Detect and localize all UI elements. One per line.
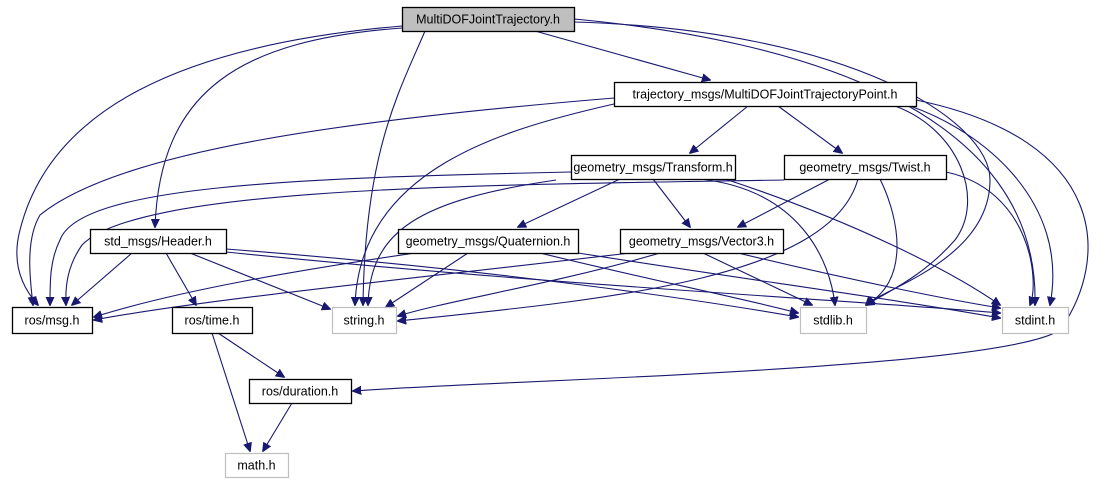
node-box <box>613 81 918 108</box>
node-box <box>619 228 785 255</box>
node-transform[interactable]: geometry_msgs/Transform.h <box>570 154 737 181</box>
node-label: geometry_msgs/Quaternion.h <box>406 235 571 249</box>
node-box <box>783 154 948 181</box>
node-box <box>224 452 290 479</box>
node-label: geometry_msgs/Transform.h <box>573 161 732 175</box>
node-ros-time[interactable]: ros/time.h <box>171 306 254 335</box>
edge-quaternion-to-stdint <box>577 252 1000 318</box>
edge-traj-point-to-twist <box>777 105 842 153</box>
node-box <box>11 306 94 335</box>
edge-header-to-stdlib <box>225 248 798 317</box>
edge-vector3-to-ros-msg <box>94 252 631 320</box>
edge-transform-to-stdint <box>724 178 1000 305</box>
node-string: string.h <box>331 306 398 335</box>
node-math: math.h <box>224 452 290 479</box>
node-box <box>1001 306 1070 335</box>
node-box <box>799 306 868 335</box>
node-vector3[interactable]: geometry_msgs/Vector3.h <box>619 228 785 255</box>
node-box <box>171 306 254 335</box>
edge-header-to-string <box>189 252 330 309</box>
node-ros-duration[interactable]: ros/duration.h <box>248 378 353 405</box>
node-traj-point[interactable]: trajectory_msgs/MultiDOFJointTrajectoryP… <box>613 81 918 108</box>
node-label: geometry_msgs/Vector3.h <box>629 235 774 249</box>
edge-traj-point-to-stdint <box>909 105 1053 305</box>
node-quaternion[interactable]: geometry_msgs/Quaternion.h <box>397 228 580 255</box>
node-label: ros/msg.h <box>25 314 80 328</box>
edge-quaternion-to-stdlib <box>539 252 798 313</box>
edge-quaternion-to-string <box>386 252 469 307</box>
node-label: stdint.h <box>1015 314 1055 328</box>
edge-root-to-header <box>155 27 403 227</box>
node-label: MultiDOFJointTrajectory.h <box>416 13 560 27</box>
edge-traj-point-to-transform <box>690 105 749 153</box>
edge-traj-point-to-string <box>355 103 615 305</box>
node-header[interactable]: std_msgs/Header.h <box>89 228 228 255</box>
edge-transform-to-string <box>368 179 557 305</box>
node-twist[interactable]: geometry_msgs/Twist.h <box>783 154 948 181</box>
edge-header-to-ros-time <box>165 252 196 305</box>
node-label: stdlib.h <box>813 314 853 328</box>
edge-traj-point-to-ros-duration <box>353 99 1089 391</box>
edge-ros-time-to-math <box>211 332 250 451</box>
edge-traj-point-to-ros-msg <box>30 97 615 305</box>
edge-twist-to-vector3 <box>738 178 831 227</box>
node-label: ros/time.h <box>185 314 240 328</box>
edge-root-to-string <box>363 30 426 305</box>
node-box <box>401 6 576 33</box>
node-box <box>331 306 398 335</box>
edge-header-to-stdint <box>225 251 1000 313</box>
node-ros-msg[interactable]: ros/msg.h <box>11 306 94 335</box>
edge-transform-to-stdlib <box>699 178 835 305</box>
edge-vector3-to-stdlib <box>702 252 812 305</box>
edges-layer <box>16 18 1089 451</box>
edge-twist-to-stdint <box>945 171 1033 305</box>
node-box <box>570 154 737 181</box>
node-label: math.h <box>237 459 275 473</box>
edge-twist-to-string <box>398 178 859 321</box>
node-box <box>89 228 228 255</box>
node-label: geometry_msgs/Twist.h <box>799 161 930 175</box>
node-label: string.h <box>344 314 385 328</box>
edge-root-to-traj-point <box>534 30 710 80</box>
node-stdint: stdint.h <box>1001 306 1070 335</box>
node-label: trajectory_msgs/MultiDOFJointTrajectoryP… <box>633 88 898 102</box>
edge-ros-time-to-ros-duration <box>217 332 284 377</box>
edge-twist-to-stdlib <box>866 178 898 305</box>
edge-vector3-to-string <box>398 252 661 316</box>
node-root[interactable]: MultiDOFJointTrajectory.h <box>401 6 576 33</box>
edge-traj-point-to-stdlib <box>867 105 969 305</box>
edge-root-to-ros-msg <box>16 25 403 305</box>
edge-quaternion-to-ros-msg <box>94 252 416 317</box>
edge-transform-to-vector3 <box>652 178 690 227</box>
edge-header-to-ros-msg <box>72 252 133 305</box>
nodes-layer: MultiDOFJointTrajectory.h trajectory_msgs… <box>11 6 1070 479</box>
node-box <box>397 228 580 255</box>
node-label: std_msgs/Header.h <box>104 235 212 249</box>
edge-vector3-to-stdint <box>737 252 1000 308</box>
node-stdlib: stdlib.h <box>799 306 868 335</box>
node-box <box>248 378 353 405</box>
edge-transform-to-quaternion <box>518 178 621 227</box>
node-label: ros/duration.h <box>262 385 338 399</box>
edge-twist-to-ros-msg <box>66 179 785 305</box>
edge-transform-to-ros-msg <box>50 171 572 305</box>
edge-root-to-stdlib <box>573 21 991 305</box>
edge-ros-duration-to-math <box>263 402 293 451</box>
